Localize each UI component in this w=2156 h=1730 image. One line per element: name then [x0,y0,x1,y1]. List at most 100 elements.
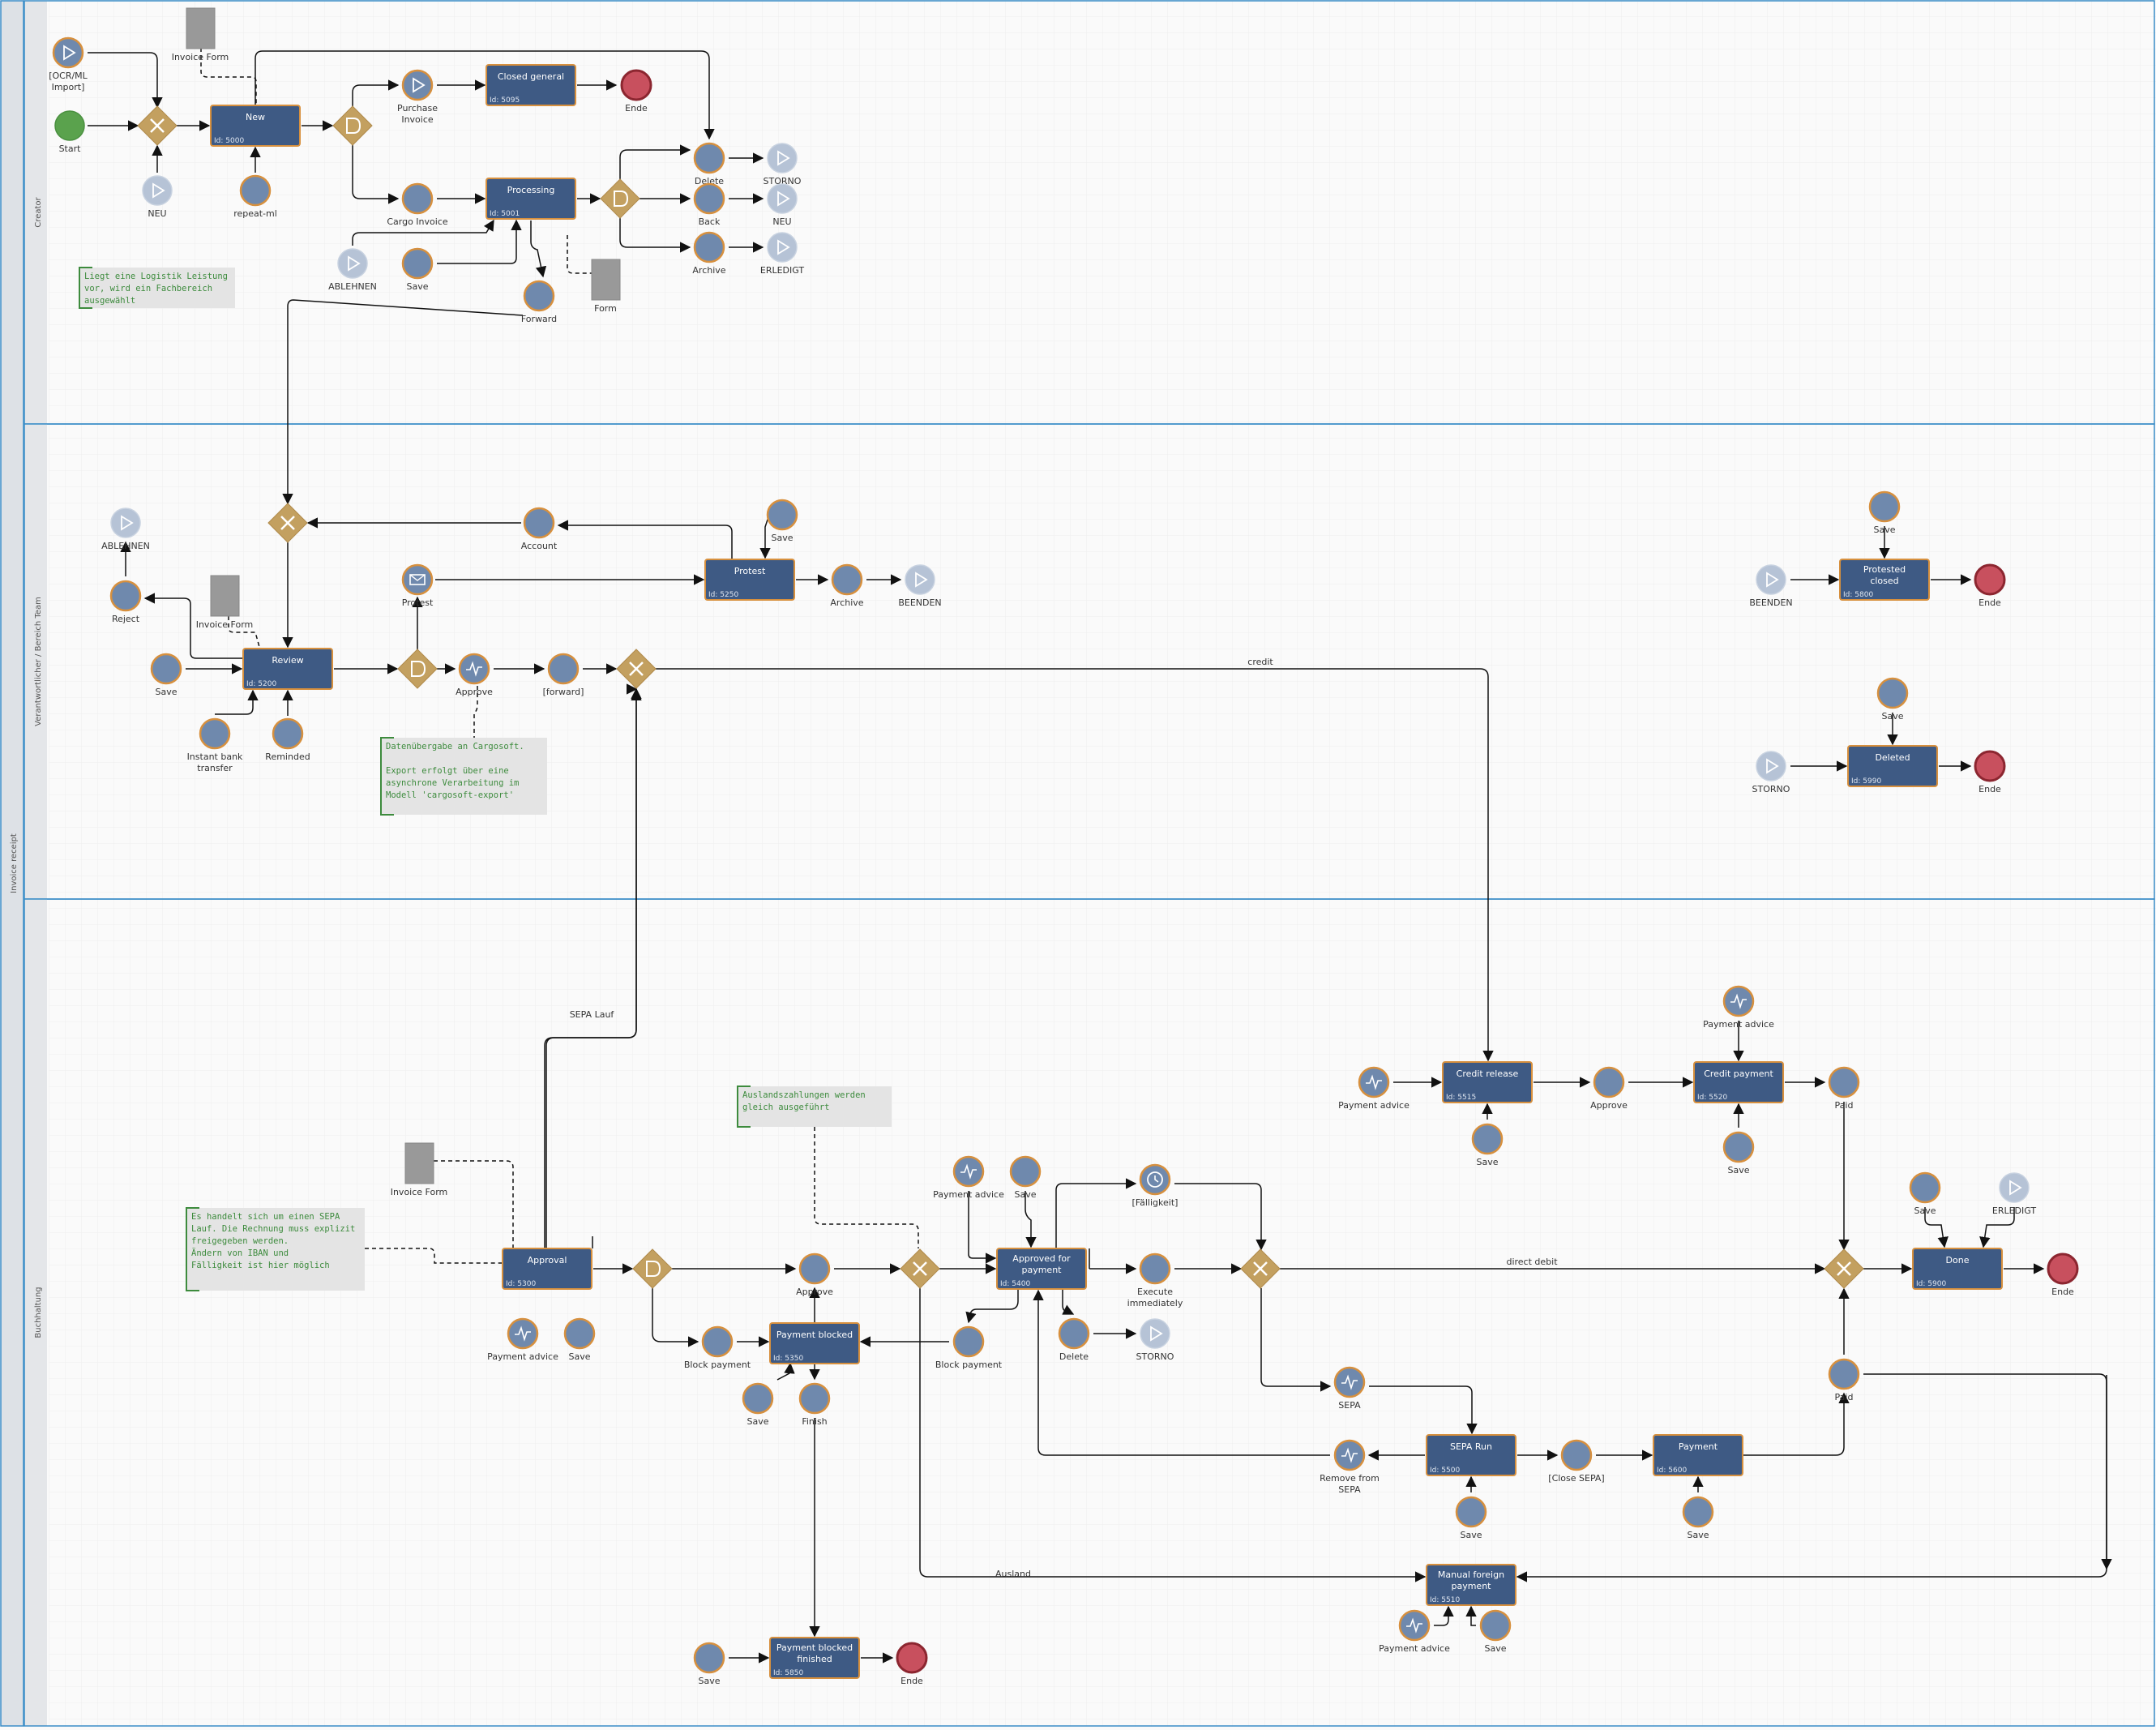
event-delete-1[interactable]: Delete [693,142,725,186]
event-archive-2[interactable]: Archive [830,563,864,608]
event-ende-2[interactable]: Ende [1974,563,2006,608]
event-block-payment-2[interactable]: Block payment [935,1325,1003,1370]
event-save-11[interactable]: Save [742,1382,774,1427]
event-ende-3[interactable]: Ende [1974,750,2006,794]
event-cargo-invoice[interactable]: Cargo Invoice [387,182,448,227]
event-ende-1[interactable]: Ende [620,69,652,113]
event-payment-advice-3[interactable]: Payment advice [933,1155,1004,1200]
data-object-form-1[interactable]: Form [591,259,621,314]
event-delete-2[interactable]: Delete [1058,1317,1090,1362]
event-save-7[interactable]: Save [1722,1131,1755,1175]
gateway-gw-review-in-exclusive[interactable] [267,503,308,543]
gateway-gw-before-apf-exclusive[interactable] [900,1248,940,1289]
event-neu-1[interactable]: NEU [142,175,173,219]
event-reminded[interactable]: Reminded [265,717,310,762]
gateway-gw-before-done-exclusive[interactable] [1824,1248,1864,1289]
event-save-13[interactable]: Save [1682,1496,1714,1540]
gateway-gw-after-review-event[interactable] [397,649,438,689]
event-storno-1[interactable]: STORNO [764,143,802,186]
event-repeat-ml[interactable]: repeat-ml [233,174,277,219]
event-save-12[interactable]: Save [1455,1496,1487,1540]
event-beenden-1[interactable]: BEENDEN [898,564,942,608]
flow-sepa-lauf [544,689,642,1248]
event-protest-evt[interactable]: Protest [402,563,434,608]
event-save-4[interactable]: Save [1868,490,1901,535]
event-save-5[interactable]: Save [1876,677,1909,722]
event-save-15[interactable]: Save [693,1642,725,1686]
event-back-1[interactable]: Back [693,182,725,227]
event-save-10[interactable]: Save [563,1317,596,1362]
event-paid-1[interactable]: Paid [1828,1066,1860,1111]
event-finish[interactable]: Finish [798,1382,831,1427]
event-reject[interactable]: Reject [109,580,142,624]
event-account[interactable]: Account [521,507,558,551]
gateway-gw-sepa-exclusive[interactable] [616,649,657,689]
event-ende-4[interactable]: Ende [2047,1253,2079,1297]
gateway-gw-after-processing-event[interactable] [600,178,640,219]
event-approve-3[interactable]: Approve [796,1253,833,1297]
event-ablehnen-1[interactable]: ABLEHNEN [328,248,377,292]
event-approve-2[interactable]: Approve [1590,1066,1628,1111]
event-forward-2[interactable]: [forward] [543,653,584,697]
event-payment-advice-1[interactable]: Payment advice [1338,1066,1410,1111]
event-ablehnen-2[interactable]: ABLEHNEN [101,507,150,551]
event-label: [Close SEPA] [1548,1473,1604,1484]
data-object-invoice-form-1[interactable]: Invoice Form [172,7,229,62]
event-erledigt-2[interactable]: ERLEDIGT [1992,1172,2037,1216]
gateway-gw-merge-new-exclusive[interactable] [137,105,178,146]
event-sepa-evt[interactable]: SEPA [1333,1366,1366,1411]
gateway-gw-after-new-event[interactable] [332,105,373,146]
event-start[interactable]: Start [54,110,85,154]
event-approve-1[interactable]: Approve [456,653,493,697]
event-payment-advice-4[interactable]: Payment advice [487,1317,558,1362]
data-object-invoice-form-3[interactable]: Invoice Form [391,1142,448,1197]
event-archive-1[interactable]: Archive [692,231,726,276]
event-payment-advice-2[interactable]: Payment advice [1703,985,1774,1030]
event-storno-3[interactable]: STORNO [1136,1318,1174,1362]
event-ende-5[interactable]: Ende [896,1642,928,1686]
event-payment-advice-5[interactable]: Payment advice [1379,1609,1450,1654]
event-save-9[interactable]: Save [1909,1171,1941,1216]
data-object-invoice-form-2[interactable]: Invoice Form [196,575,254,630]
event-save-8[interactable]: Save [1009,1155,1042,1200]
event-beenden-2[interactable]: BEENDEN [1749,564,1793,608]
gateway-gw-after-apf-exclusive[interactable] [1240,1248,1281,1289]
event-save-3[interactable]: Save [150,653,182,697]
event-neu-2[interactable]: NEU [767,183,798,227]
event-save-6[interactable]: Save [1471,1123,1504,1167]
event-save-14[interactable]: Save [1479,1609,1512,1654]
event-close-sepa[interactable]: [Close SEPA] [1548,1439,1605,1484]
event-paid-2[interactable]: Paid [1828,1358,1860,1402]
gateway-gw-after-approval-event[interactable] [632,1248,673,1289]
event-erledigt-1[interactable]: ERLEDIGT [760,232,805,276]
event-block-payment-1[interactable]: Block payment [684,1325,751,1370]
event-save-1[interactable]: Save [401,247,434,292]
event-forward-1[interactable]: Forward [521,280,557,324]
event-faelligkeit[interactable]: [Fälligkeit] [1132,1163,1179,1208]
event-storno-2[interactable]: STORNO [1752,751,1790,794]
event-save-2[interactable]: Save [766,499,798,543]
